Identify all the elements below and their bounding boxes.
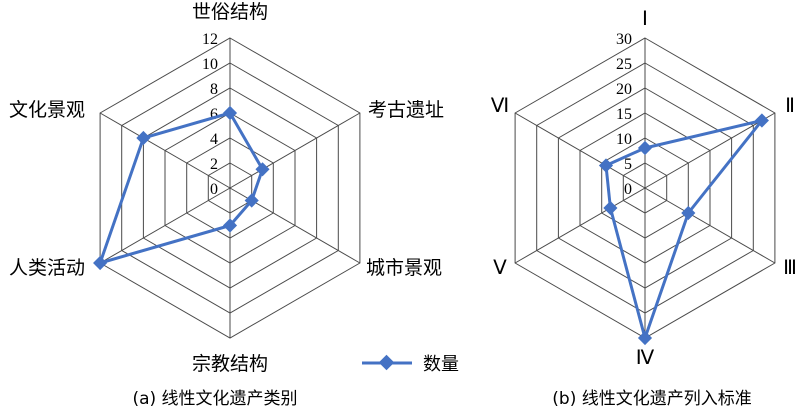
data-point — [637, 140, 653, 156]
spoke — [514, 187, 646, 264]
data-point — [222, 218, 238, 233]
axis-label: 人类活动 — [9, 257, 85, 279]
axis-label: Ⅱ — [785, 95, 795, 117]
tick-label: 6 — [210, 106, 218, 123]
tick-label: 0 — [210, 181, 218, 198]
data-point — [754, 113, 769, 128]
spoke — [514, 112, 646, 189]
data-point — [637, 330, 653, 346]
data-point — [244, 193, 259, 208]
tick-label: 4 — [210, 131, 218, 148]
caption-b: (b) 线性文化遗产列入标准 — [552, 389, 751, 409]
tick-label: 30 — [616, 31, 632, 48]
axis-label: 考古遗址 — [368, 99, 444, 121]
tick-label: 20 — [616, 81, 632, 98]
spoke — [229, 112, 361, 189]
data-point — [681, 205, 696, 221]
spoke — [99, 112, 231, 189]
axis-label: 文化景观 — [9, 99, 85, 121]
legend: 数量 — [362, 354, 459, 375]
axis-label: Ⅰ — [642, 8, 648, 30]
data-point — [603, 200, 618, 216]
tick-label: 5 — [624, 156, 632, 173]
spoke — [644, 112, 776, 189]
tick-label: 25 — [616, 56, 632, 73]
data-point — [255, 162, 270, 177]
data-point — [136, 130, 151, 146]
caption-a: (a) 线性文化遗产类别 — [132, 389, 297, 409]
data-point — [222, 105, 238, 121]
axis-label: Ⅳ — [636, 347, 655, 369]
tick-label: 15 — [616, 106, 632, 123]
series-line — [98, 111, 264, 265]
legend-marker — [378, 354, 395, 371]
legend-label: 数量 — [423, 354, 459, 375]
tick-label: 10 — [616, 131, 632, 148]
axis-label: Ⅵ — [491, 95, 509, 117]
axis-label: 城市景观 — [366, 257, 442, 279]
tick-label: 2 — [210, 156, 218, 173]
data-point — [598, 158, 614, 173]
tick-label: 10 — [202, 56, 218, 73]
data-point — [93, 255, 108, 271]
axis-label: Ⅴ — [493, 257, 507, 279]
axis-label: Ⅲ — [783, 257, 797, 279]
spoke — [644, 187, 776, 264]
tick-label: 12 — [202, 31, 218, 48]
axis-label: 宗教结构 — [192, 353, 268, 375]
spoke — [99, 187, 231, 264]
tick-label: 8 — [210, 81, 218, 98]
tick-label: 0 — [624, 181, 632, 198]
radar-chart-b: 0 5 10 15 20 25 30 Ⅰ Ⅱ Ⅲ Ⅳ Ⅴ Ⅵ — [491, 8, 797, 369]
axis-label: 世俗结构 — [192, 1, 268, 23]
